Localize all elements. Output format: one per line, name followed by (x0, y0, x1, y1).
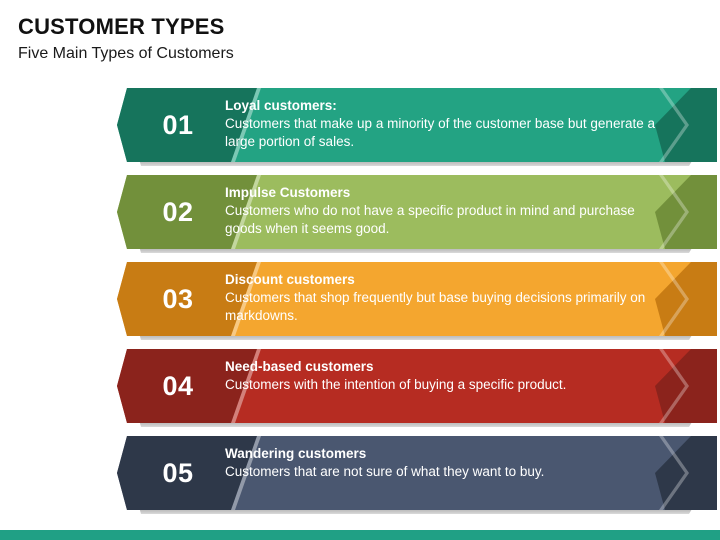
banner-text-group: Loyal customers: Customers that make up … (225, 97, 665, 151)
slide-header: CUSTOMER TYPES Five Main Types of Custom… (18, 14, 678, 65)
banner-row[interactable]: 05 Wandering customers Customers that ar… (117, 436, 717, 510)
banner-number: 02 (162, 196, 194, 227)
footer-accent-bar (0, 530, 720, 540)
banner-text-group: Wandering customers Customers that are n… (225, 445, 665, 481)
banner-row[interactable]: 01 Loyal customers: Customers that make … (117, 88, 717, 162)
page-subtitle: Five Main Types of Customers (18, 45, 234, 62)
banner-description: Customers who do not have a specific pro… (225, 203, 635, 236)
banner-number-block (117, 436, 257, 510)
banner-heading: Wandering customers (225, 446, 367, 461)
banner-heading: Loyal customers: (225, 98, 337, 113)
banner-row[interactable]: 04 Need-based customers Customers with t… (117, 349, 717, 423)
banner-number: 05 (162, 457, 194, 488)
banner-number-block (117, 262, 257, 336)
banner-description: Customers that shop frequently but base … (225, 290, 646, 323)
banner-number-block (117, 349, 257, 423)
banner-row[interactable]: 02 Impulse Customers Customers who do no… (117, 175, 717, 249)
banner-number: 04 (162, 370, 194, 401)
page-title: CUSTOMER TYPES (18, 14, 225, 39)
banner-description: Customers that are not sure of what they… (225, 464, 545, 479)
banner-number-block (117, 175, 257, 249)
banner-description: Customers with the intention of buying a… (225, 377, 567, 392)
banner-text-group: Impulse Customers Customers who do not h… (225, 184, 665, 238)
banner-number-block (117, 88, 257, 162)
customer-types-banner-list: 01 Loyal customers: Customers that make … (0, 88, 720, 523)
banner-number: 03 (162, 283, 194, 314)
banner-text-group: Need-based customers Customers with the … (225, 358, 665, 394)
banner-heading: Discount customers (225, 272, 355, 287)
banner-number: 01 (162, 109, 194, 140)
banner-row[interactable]: 03 Discount customers Customers that sho… (117, 262, 717, 336)
banner-heading: Need-based customers (225, 359, 374, 374)
banner-text-group: Discount customers Customers that shop f… (225, 271, 665, 325)
banner-description: Customers that make up a minority of the… (225, 116, 655, 149)
banner-heading: Impulse Customers (225, 185, 351, 200)
